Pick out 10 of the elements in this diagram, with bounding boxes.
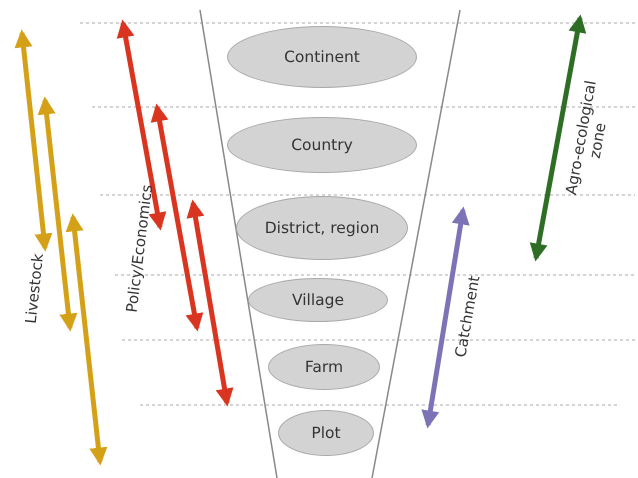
level-label: Village <box>292 290 344 310</box>
scale-ellipse <box>248 278 388 322</box>
level-label: Country <box>291 136 353 154</box>
level-label: Continent <box>284 48 360 66</box>
scale-label: Catchment <box>450 273 484 361</box>
scale-label: Livestock <box>22 252 48 327</box>
level-label: District, region <box>264 218 380 238</box>
scale-ellipse <box>278 410 374 456</box>
level-label: Plot <box>311 424 341 442</box>
level-label: Farm <box>304 358 344 376</box>
